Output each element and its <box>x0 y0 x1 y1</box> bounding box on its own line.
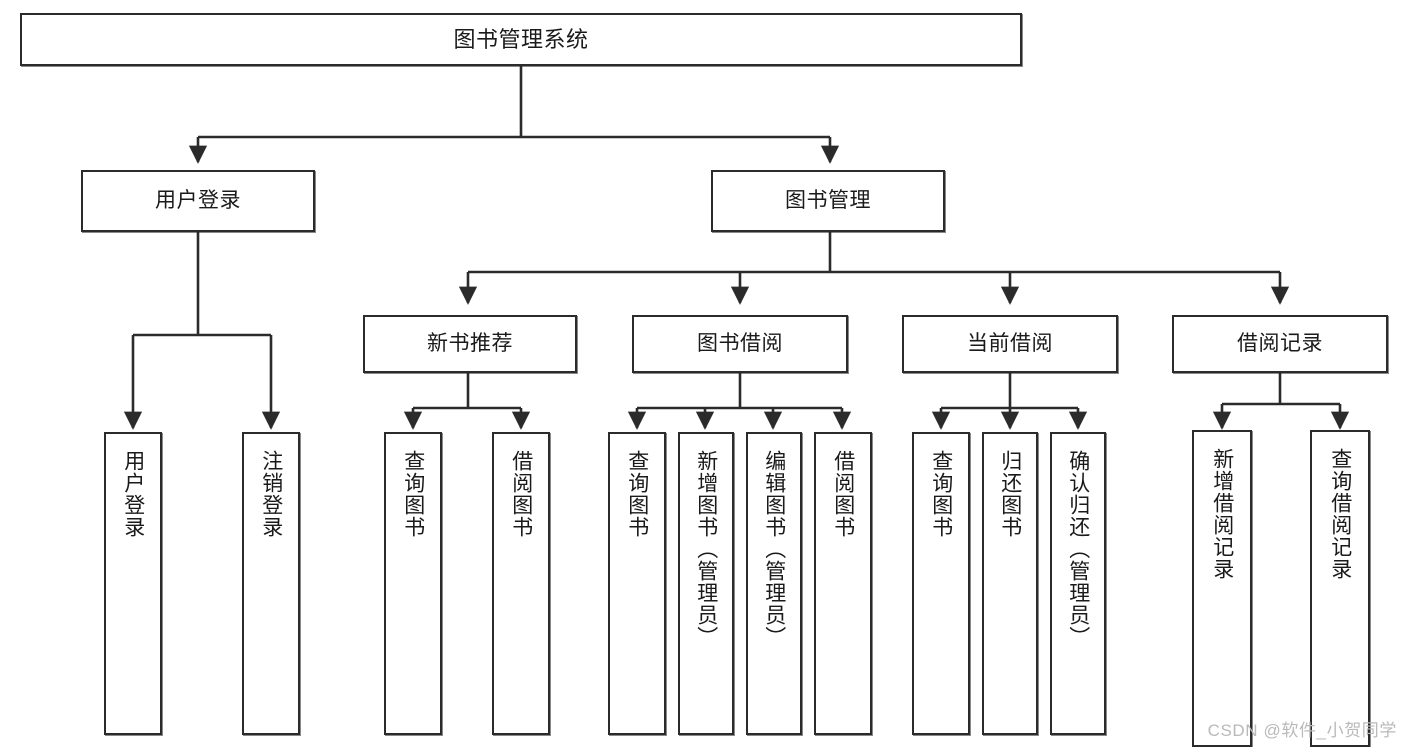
node-borrow-record-label: 借阅记录 <box>1237 331 1323 355</box>
node-leaf-return-book[interactable]: 归还图书 <box>982 432 1038 735</box>
node-leaf-edit-book-label: 编辑图书（管理员） <box>762 450 786 648</box>
node-root[interactable]: 图书管理系统 <box>20 13 1022 66</box>
node-leaf-add-book-label: 新增图书（管理员） <box>694 450 718 648</box>
node-leaf-add-record-label: 新增借阅记录 <box>1210 448 1234 580</box>
node-leaf-return-book-label: 归还图书 <box>998 450 1022 538</box>
node-current-borrow-label: 当前借阅 <box>967 331 1053 355</box>
node-leaf-query-book-1-label: 查询图书 <box>401 450 425 538</box>
node-leaf-user-login-label: 用户登录 <box>121 450 145 538</box>
node-user-login-label: 用户登录 <box>155 188 241 212</box>
node-leaf-user-login[interactable]: 用户登录 <box>104 432 162 735</box>
node-root-label: 图书管理系统 <box>453 26 589 52</box>
node-leaf-borrow-book-2-label: 借阅图书 <box>831 450 855 538</box>
node-book-manage-label: 图书管理 <box>785 188 871 212</box>
node-leaf-query-record-label: 查询借阅记录 <box>1328 448 1352 580</box>
node-book-borrow[interactable]: 图书借阅 <box>632 315 848 373</box>
node-leaf-query-record[interactable]: 查询借阅记录 <box>1310 430 1370 747</box>
node-leaf-query-book-1[interactable]: 查询图书 <box>384 432 442 735</box>
node-leaf-query-book-3[interactable]: 查询图书 <box>912 432 970 735</box>
node-current-borrow[interactable]: 当前借阅 <box>902 315 1118 373</box>
node-leaf-borrow-book-2[interactable]: 借阅图书 <box>814 432 872 735</box>
node-book-borrow-label: 图书借阅 <box>697 331 783 355</box>
node-book-manage[interactable]: 图书管理 <box>711 170 945 232</box>
node-borrow-record[interactable]: 借阅记录 <box>1172 315 1388 373</box>
node-leaf-query-book-2-label: 查询图书 <box>625 450 649 538</box>
node-leaf-add-book[interactable]: 新增图书（管理员） <box>678 432 734 735</box>
node-leaf-confirm-return-label: 确认归还（管理员） <box>1066 450 1090 648</box>
csdn-watermark: CSDN @软件_小贺同学 <box>1207 721 1397 740</box>
node-leaf-edit-book[interactable]: 编辑图书（管理员） <box>746 432 802 735</box>
node-leaf-borrow-book-1[interactable]: 借阅图书 <box>492 432 550 735</box>
node-new-book-recommend[interactable]: 新书推荐 <box>363 315 577 373</box>
node-leaf-borrow-book-1-label: 借阅图书 <box>509 450 533 538</box>
node-leaf-confirm-return[interactable]: 确认归还（管理员） <box>1050 432 1106 735</box>
node-leaf-logout-login[interactable]: 注销登录 <box>242 432 300 735</box>
node-leaf-logout-login-label: 注销登录 <box>259 450 283 538</box>
node-new-book-recommend-label: 新书推荐 <box>427 331 513 355</box>
node-user-login[interactable]: 用户登录 <box>81 170 315 232</box>
node-leaf-add-record[interactable]: 新增借阅记录 <box>1192 430 1252 747</box>
node-leaf-query-book-3-label: 查询图书 <box>929 450 953 538</box>
node-leaf-query-book-2[interactable]: 查询图书 <box>608 432 666 735</box>
